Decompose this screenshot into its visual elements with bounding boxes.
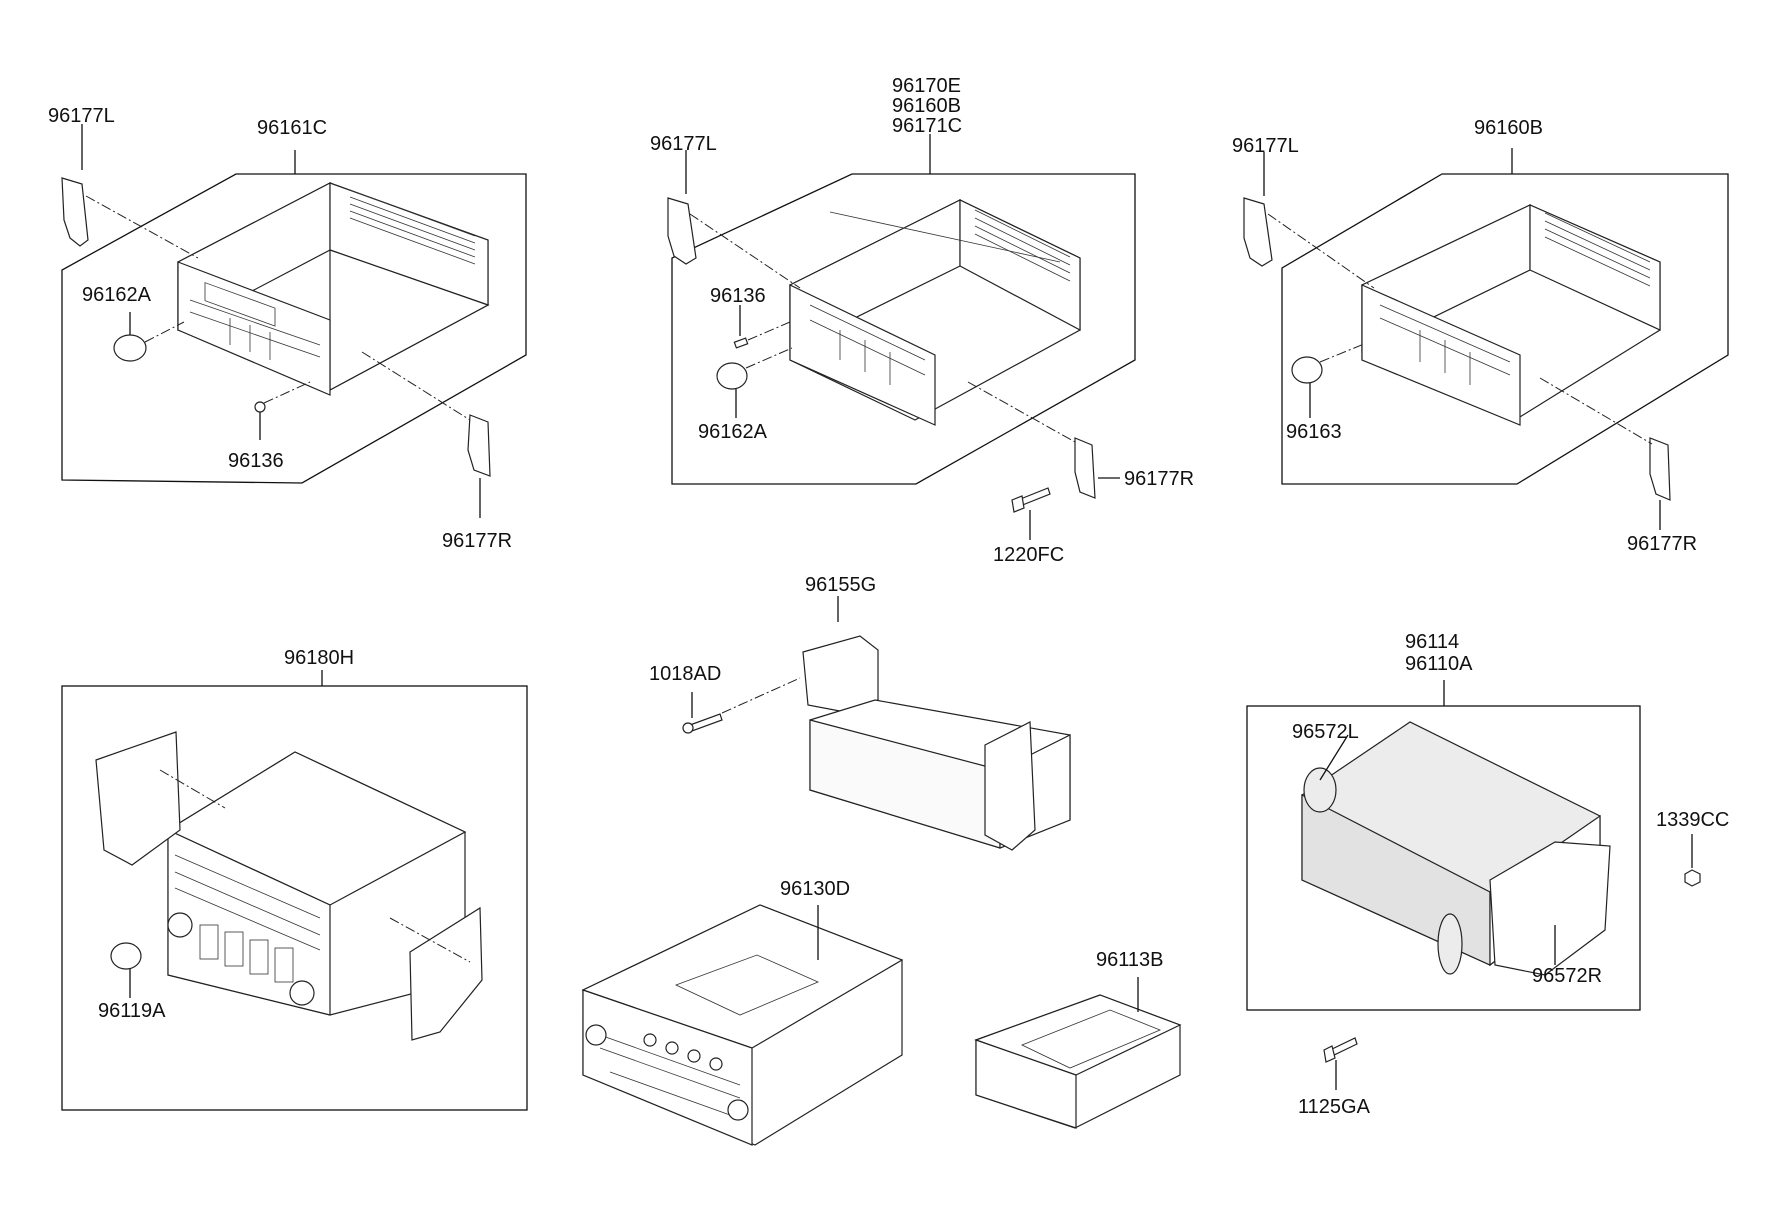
part-labels: 96177L 96161C 96162A 96136 96177R 96170E… (48, 75, 1729, 1118)
label-96113B: 96113B (1096, 949, 1163, 971)
label-96130D: 96130D (780, 878, 850, 900)
label-96136-a: 96136 (228, 450, 284, 472)
group-96113b (974, 977, 1182, 1129)
group-96155g (682, 596, 1071, 851)
label-96177L-c: 96177L (1232, 135, 1299, 157)
label-96161C: 96161C (257, 117, 327, 139)
group-96160b (1243, 148, 1729, 530)
label-96155G: 96155G (805, 574, 876, 596)
label-96177R-a: 96177R (442, 530, 512, 552)
label-96572L: 96572L (1292, 721, 1359, 743)
label-96160B-r: 96160B (1474, 117, 1543, 139)
label-96119A: 96119A (98, 1000, 166, 1022)
label-96171C: 96171C (892, 115, 962, 137)
group-96161c (61, 124, 527, 518)
label-96177L-a: 96177L (48, 105, 115, 127)
group-96180h (61, 670, 528, 1111)
label-1220FC: 1220FC (993, 544, 1064, 566)
group-96130d (581, 904, 904, 1146)
label-1125GA: 1125GA (1298, 1096, 1371, 1118)
label-1339CC: 1339CC (1656, 809, 1729, 831)
group-96170e (667, 134, 1136, 540)
label-96162A-a: 96162A (82, 284, 152, 306)
label-96160B-m: 96160B (892, 95, 961, 117)
label-96162A-b: 96162A (698, 421, 768, 443)
group-96114 (1246, 680, 1701, 1090)
label-1018AD: 1018AD (649, 663, 721, 685)
label-96177R-b: 96177R (1124, 468, 1194, 490)
label-96163: 96163 (1286, 421, 1342, 443)
label-96170E: 96170E (892, 75, 961, 97)
label-96177R-c: 96177R (1627, 533, 1697, 555)
label-96114: 96114 (1405, 631, 1459, 653)
label-96177L-b: 96177L (650, 133, 717, 155)
label-96136-b: 96136 (710, 285, 766, 307)
label-96110A: 96110A (1405, 653, 1473, 675)
label-96572R: 96572R (1532, 965, 1602, 987)
label-96180H: 96180H (284, 647, 354, 669)
